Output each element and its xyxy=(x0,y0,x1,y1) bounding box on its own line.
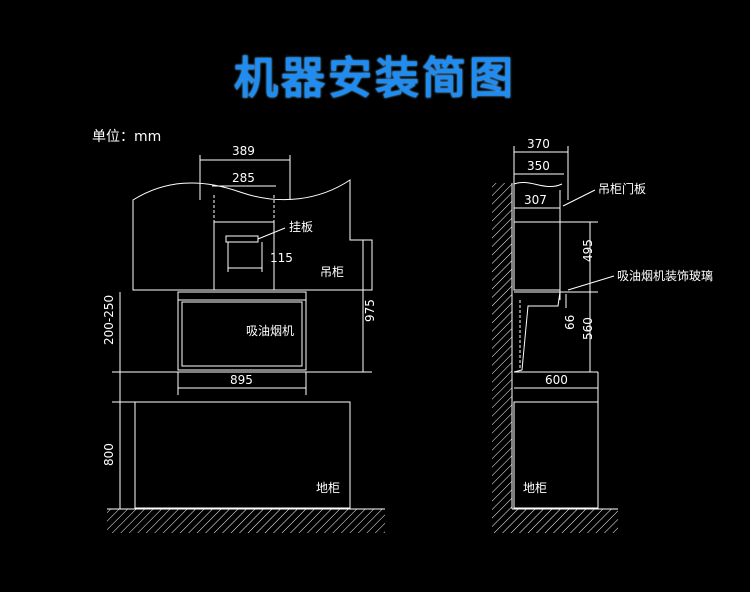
dim-600: 600 xyxy=(545,373,568,387)
dim-200-250: 200-250 xyxy=(102,295,116,345)
dim-800: 800 xyxy=(102,443,116,466)
side-wall-cabinet xyxy=(513,221,561,291)
dim-389: 389 xyxy=(232,144,255,158)
wall-cabinet-shape xyxy=(132,179,373,291)
label-hood-glass: 吸油烟机装饰玻璃 xyxy=(617,269,713,283)
dim-560: 560 xyxy=(581,317,595,340)
dim-115: 115 xyxy=(270,251,293,265)
floor-cabinet-front xyxy=(134,401,351,509)
label-hanging-plate: 挂板 xyxy=(289,220,313,234)
label-floor-cabinet-side: 地柜 xyxy=(523,481,547,495)
unit-label: 单位：mm xyxy=(92,129,162,145)
label-cabinet-door: 吊柜门板 xyxy=(598,181,646,196)
chimney xyxy=(213,221,275,291)
dim-350: 350 xyxy=(527,159,550,173)
range-hood-body xyxy=(177,291,307,371)
dim-975: 975 xyxy=(363,299,377,322)
dim-495: 495 xyxy=(581,239,595,262)
side-range-hood xyxy=(513,291,561,373)
dim-66: 66 xyxy=(563,315,577,330)
label-floor-cabinet-front: 地柜 xyxy=(316,481,340,495)
side-floor-cabinet xyxy=(513,401,599,509)
dim-370: 370 xyxy=(527,137,550,151)
side-view xyxy=(492,146,618,533)
label-wall-cabinet: 吊柜 xyxy=(320,265,344,279)
front-view xyxy=(107,155,385,533)
hanging-plate xyxy=(225,235,259,243)
dim-895: 895 xyxy=(230,373,253,387)
page-title: 机器安装简图 xyxy=(234,53,516,104)
dim-307: 307 xyxy=(524,193,547,207)
label-range-hood: 吸油烟机 xyxy=(246,324,294,338)
dim-285: 285 xyxy=(232,171,255,185)
